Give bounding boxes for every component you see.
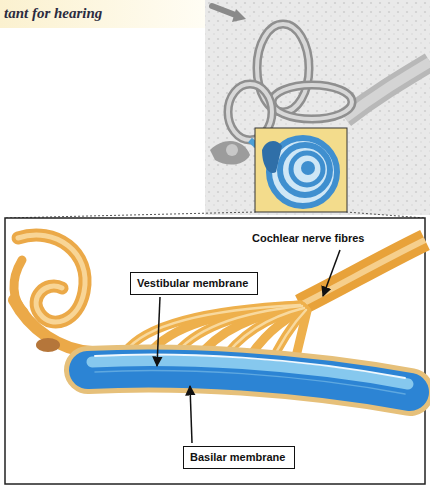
zoom-line — [5, 212, 425, 218]
heading-fragment: tant for hearing — [4, 4, 102, 22]
label-text: Basilar membrane — [190, 450, 288, 464]
label-box: Basilar membrane — [183, 446, 295, 469]
label-box: Vestibular membrane — [130, 272, 258, 295]
inset-frame — [5, 218, 425, 484]
cochlea-section — [14, 235, 425, 394]
ear-overview — [205, 0, 430, 215]
label-text: Vestibular membrane — [137, 276, 251, 290]
part-label: Cochlear nerve fibres — [250, 231, 367, 245]
header-band — [0, 0, 205, 28]
